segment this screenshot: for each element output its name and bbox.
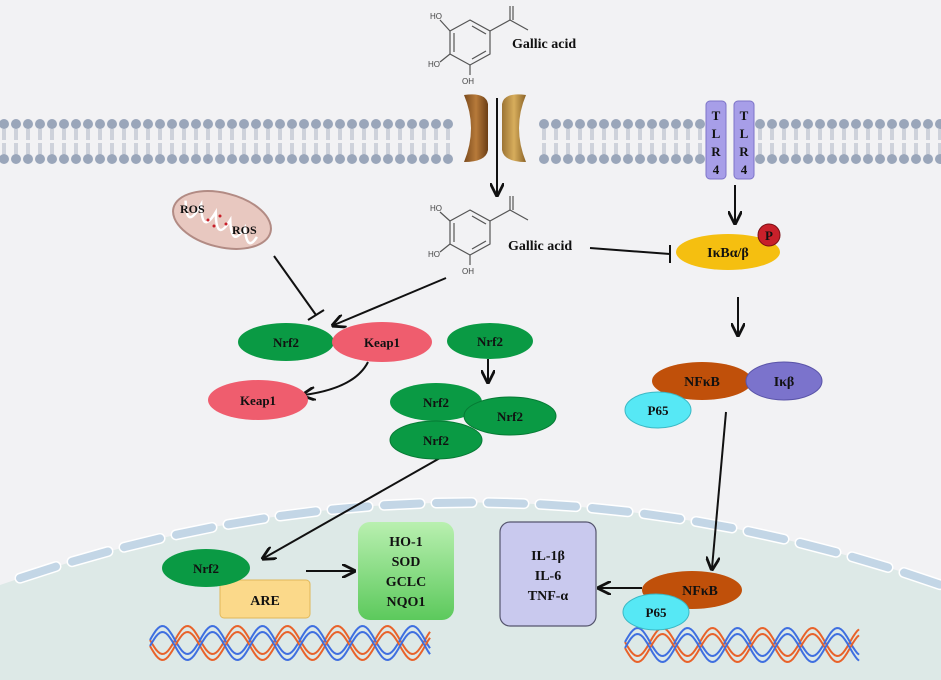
atom-label: HO (428, 250, 440, 259)
gene-label: SOD (392, 555, 421, 570)
tlr4-a-letter: 4 (713, 162, 720, 177)
phospho-badge (757, 223, 781, 247)
tlr4-b-letter: T (740, 108, 749, 123)
nrf2-free-label: Nrf2 (477, 334, 503, 349)
cytokine-label: TNF-α (528, 589, 569, 604)
arrow-ga-keap1 (334, 277, 447, 325)
channel-protein (464, 94, 526, 162)
dna-helix-left (149, 624, 431, 662)
nrf2-stack-label: Nrf2 (497, 409, 523, 424)
tlr4-a-letter: R (711, 144, 721, 159)
p65-nucleus-label: P65 (646, 605, 667, 620)
cell-membrane (0, 119, 941, 164)
gallic-acid-label-top: Gallic acid (512, 37, 576, 52)
gallic-acid-structure-top (439, 6, 529, 75)
tlr4-a-letter: T (712, 108, 721, 123)
ikb-complex-label: IκBα/β (707, 246, 749, 261)
are-label: ARE (250, 594, 280, 609)
keap1-free-label: Keap1 (240, 393, 276, 408)
atom-label: HO (428, 60, 440, 69)
tlr4-b-letter: R (739, 144, 749, 159)
ros-label: ROS (232, 223, 257, 237)
cytokine-label: IL-1β (531, 549, 565, 564)
atom-label: HO (430, 12, 442, 21)
nfkb-cyto-label: NFκB (684, 375, 720, 390)
keap1-free (208, 380, 308, 420)
atom-label: OH (462, 77, 474, 86)
nfkb-nucleus-label: NFκB (682, 584, 718, 599)
arrow-nfkb-nucleus (712, 411, 727, 568)
arrow-keap1-release (304, 361, 369, 395)
keap1-bound-label: Keap1 (364, 335, 400, 350)
p65-nucleus (622, 593, 690, 631)
ros-label: ROS (180, 202, 205, 216)
ikb-cyto-label: Iκβ (774, 375, 795, 390)
nrf2-stack (463, 396, 557, 436)
nrf2-stack-label: Nrf2 (423, 433, 449, 448)
nrf2-free (447, 323, 533, 359)
tlr4-b-letter: L (740, 126, 749, 141)
nrf2-nucleus-label: Nrf2 (193, 561, 219, 576)
tlr4-b-letter: 4 (741, 162, 748, 177)
atom-label: HO (430, 204, 442, 213)
cytokine-label: IL-6 (535, 569, 561, 584)
keap1-bound (332, 322, 432, 362)
antioxidant-genes-box (358, 522, 454, 620)
gallic-acid-structure-mid (439, 196, 529, 265)
dna-helix-right (624, 626, 860, 664)
phospho-label: P (765, 228, 773, 243)
arrow-nrf2-nucleus (264, 457, 441, 558)
tlr4-a-letter: L (712, 126, 721, 141)
inhibit-ros (273, 255, 317, 316)
atom-label: OH (462, 267, 474, 276)
are-box (219, 579, 311, 619)
nrf2-stack-label: Nrf2 (423, 395, 449, 410)
gene-label: GCLC (386, 575, 426, 590)
p65-cyto-label: P65 (648, 403, 669, 418)
nrf2-stack (390, 383, 482, 421)
nrf2-nucleus (162, 549, 250, 587)
ikb-cyto (745, 361, 823, 401)
gallic-acid-label-mid: Gallic acid (508, 239, 572, 254)
ikb-complex (676, 234, 780, 270)
inhibit-ros-bar (307, 309, 325, 321)
nfkb-cyto (652, 362, 752, 400)
mitochondrion (172, 190, 272, 250)
tlr4-receptor: T L R 4 T L R 4 (705, 100, 755, 180)
gene-label: NQO1 (387, 595, 426, 610)
nucleus (0, 502, 941, 680)
gene-label: HO-1 (389, 535, 422, 550)
nrf2-stack (389, 420, 483, 460)
p65-cyto (624, 391, 692, 429)
inhibit-ikb (589, 247, 671, 255)
nrf2-bound (238, 323, 334, 361)
cytokine-box (499, 521, 597, 627)
nrf2-bound-label: Nrf2 (273, 335, 299, 350)
